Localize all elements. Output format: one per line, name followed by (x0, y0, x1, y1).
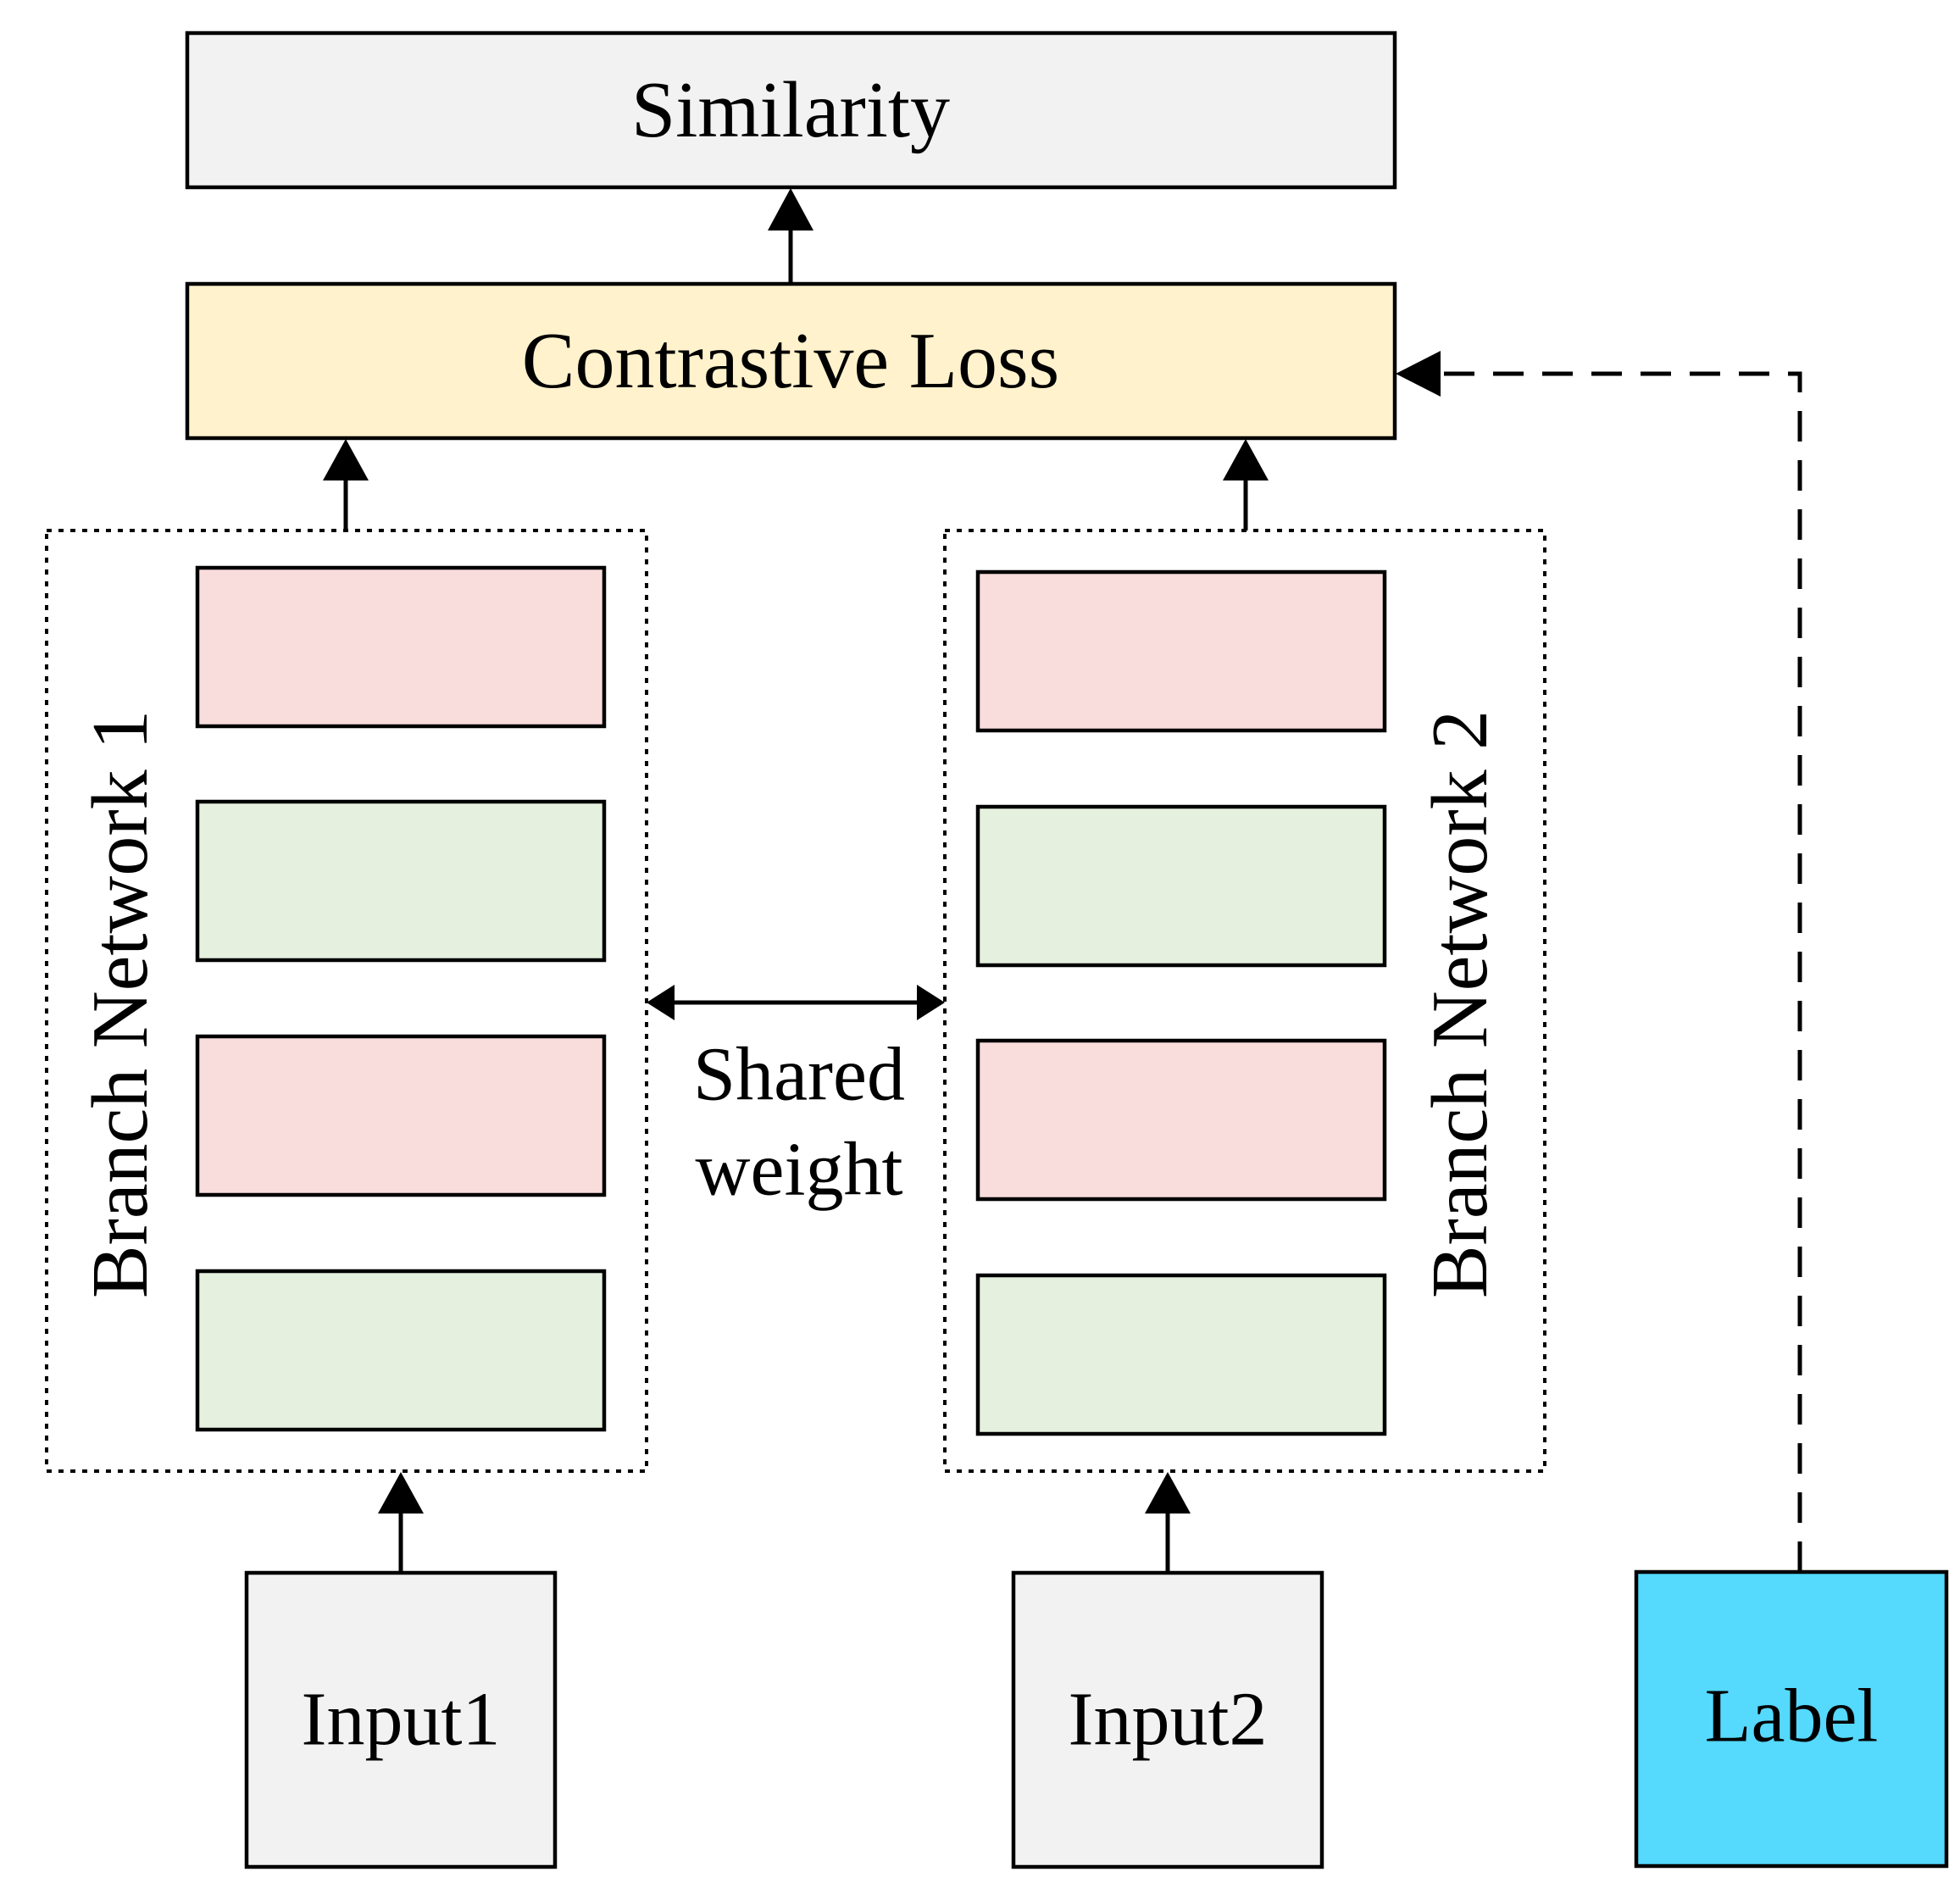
shared-weight-label-line1: Shared (693, 1033, 905, 1117)
similarity-box (185, 31, 1397, 190)
branch-network-2-label: Branch Network 2 (1416, 710, 1504, 1298)
arrow-branch2-to-loss (1223, 439, 1269, 530)
branch2-layer-2 (975, 804, 1387, 968)
shared-weight-label-line2: weight (696, 1128, 903, 1212)
arrow-input2-to-branch2 (1145, 1472, 1191, 1573)
input1-box (244, 1570, 558, 1869)
dashed-arrow-label-to-loss (1396, 351, 1802, 1572)
branch-network-1-label: Branch Network 1 (76, 710, 164, 1298)
branch2-layer-4 (975, 1273, 1387, 1436)
contrastive-loss-label: Contrastive Loss (522, 317, 1059, 405)
label-text: Label (1705, 1675, 1879, 1758)
input1-node: Input1 (244, 1570, 558, 1869)
branch1-layer-1 (195, 565, 607, 729)
input1-label: Input1 (302, 1678, 501, 1762)
input2-node: Input2 (1011, 1570, 1324, 1869)
arrow-loss-to-similarity (768, 188, 813, 284)
branch-network-1: Branch Network 1 (45, 529, 648, 1473)
arrow-input1-to-branch1 (378, 1472, 424, 1573)
contrastive-loss-node: Contrastive Loss (185, 281, 1397, 441)
branch2-layer-3 (975, 1038, 1387, 1202)
label-box (1634, 1569, 1949, 1869)
branch-network-2: Branch Network 2 (943, 529, 1546, 1473)
input2-label: Input2 (1069, 1678, 1268, 1762)
branch1-layer-4 (195, 1269, 607, 1432)
shared-weight-arrow: Shared weight (647, 985, 945, 1212)
label-node: Label (1634, 1569, 1949, 1869)
branch1-layer-2 (195, 799, 607, 963)
contrastive-loss-box (185, 281, 1397, 441)
arrow-branch1-to-loss (323, 439, 369, 530)
branch2-layer-1 (975, 569, 1387, 733)
branch1-layer-3 (195, 1034, 607, 1197)
similarity-node: Similarity (185, 31, 1397, 190)
similarity-label: Similarity (631, 66, 950, 154)
